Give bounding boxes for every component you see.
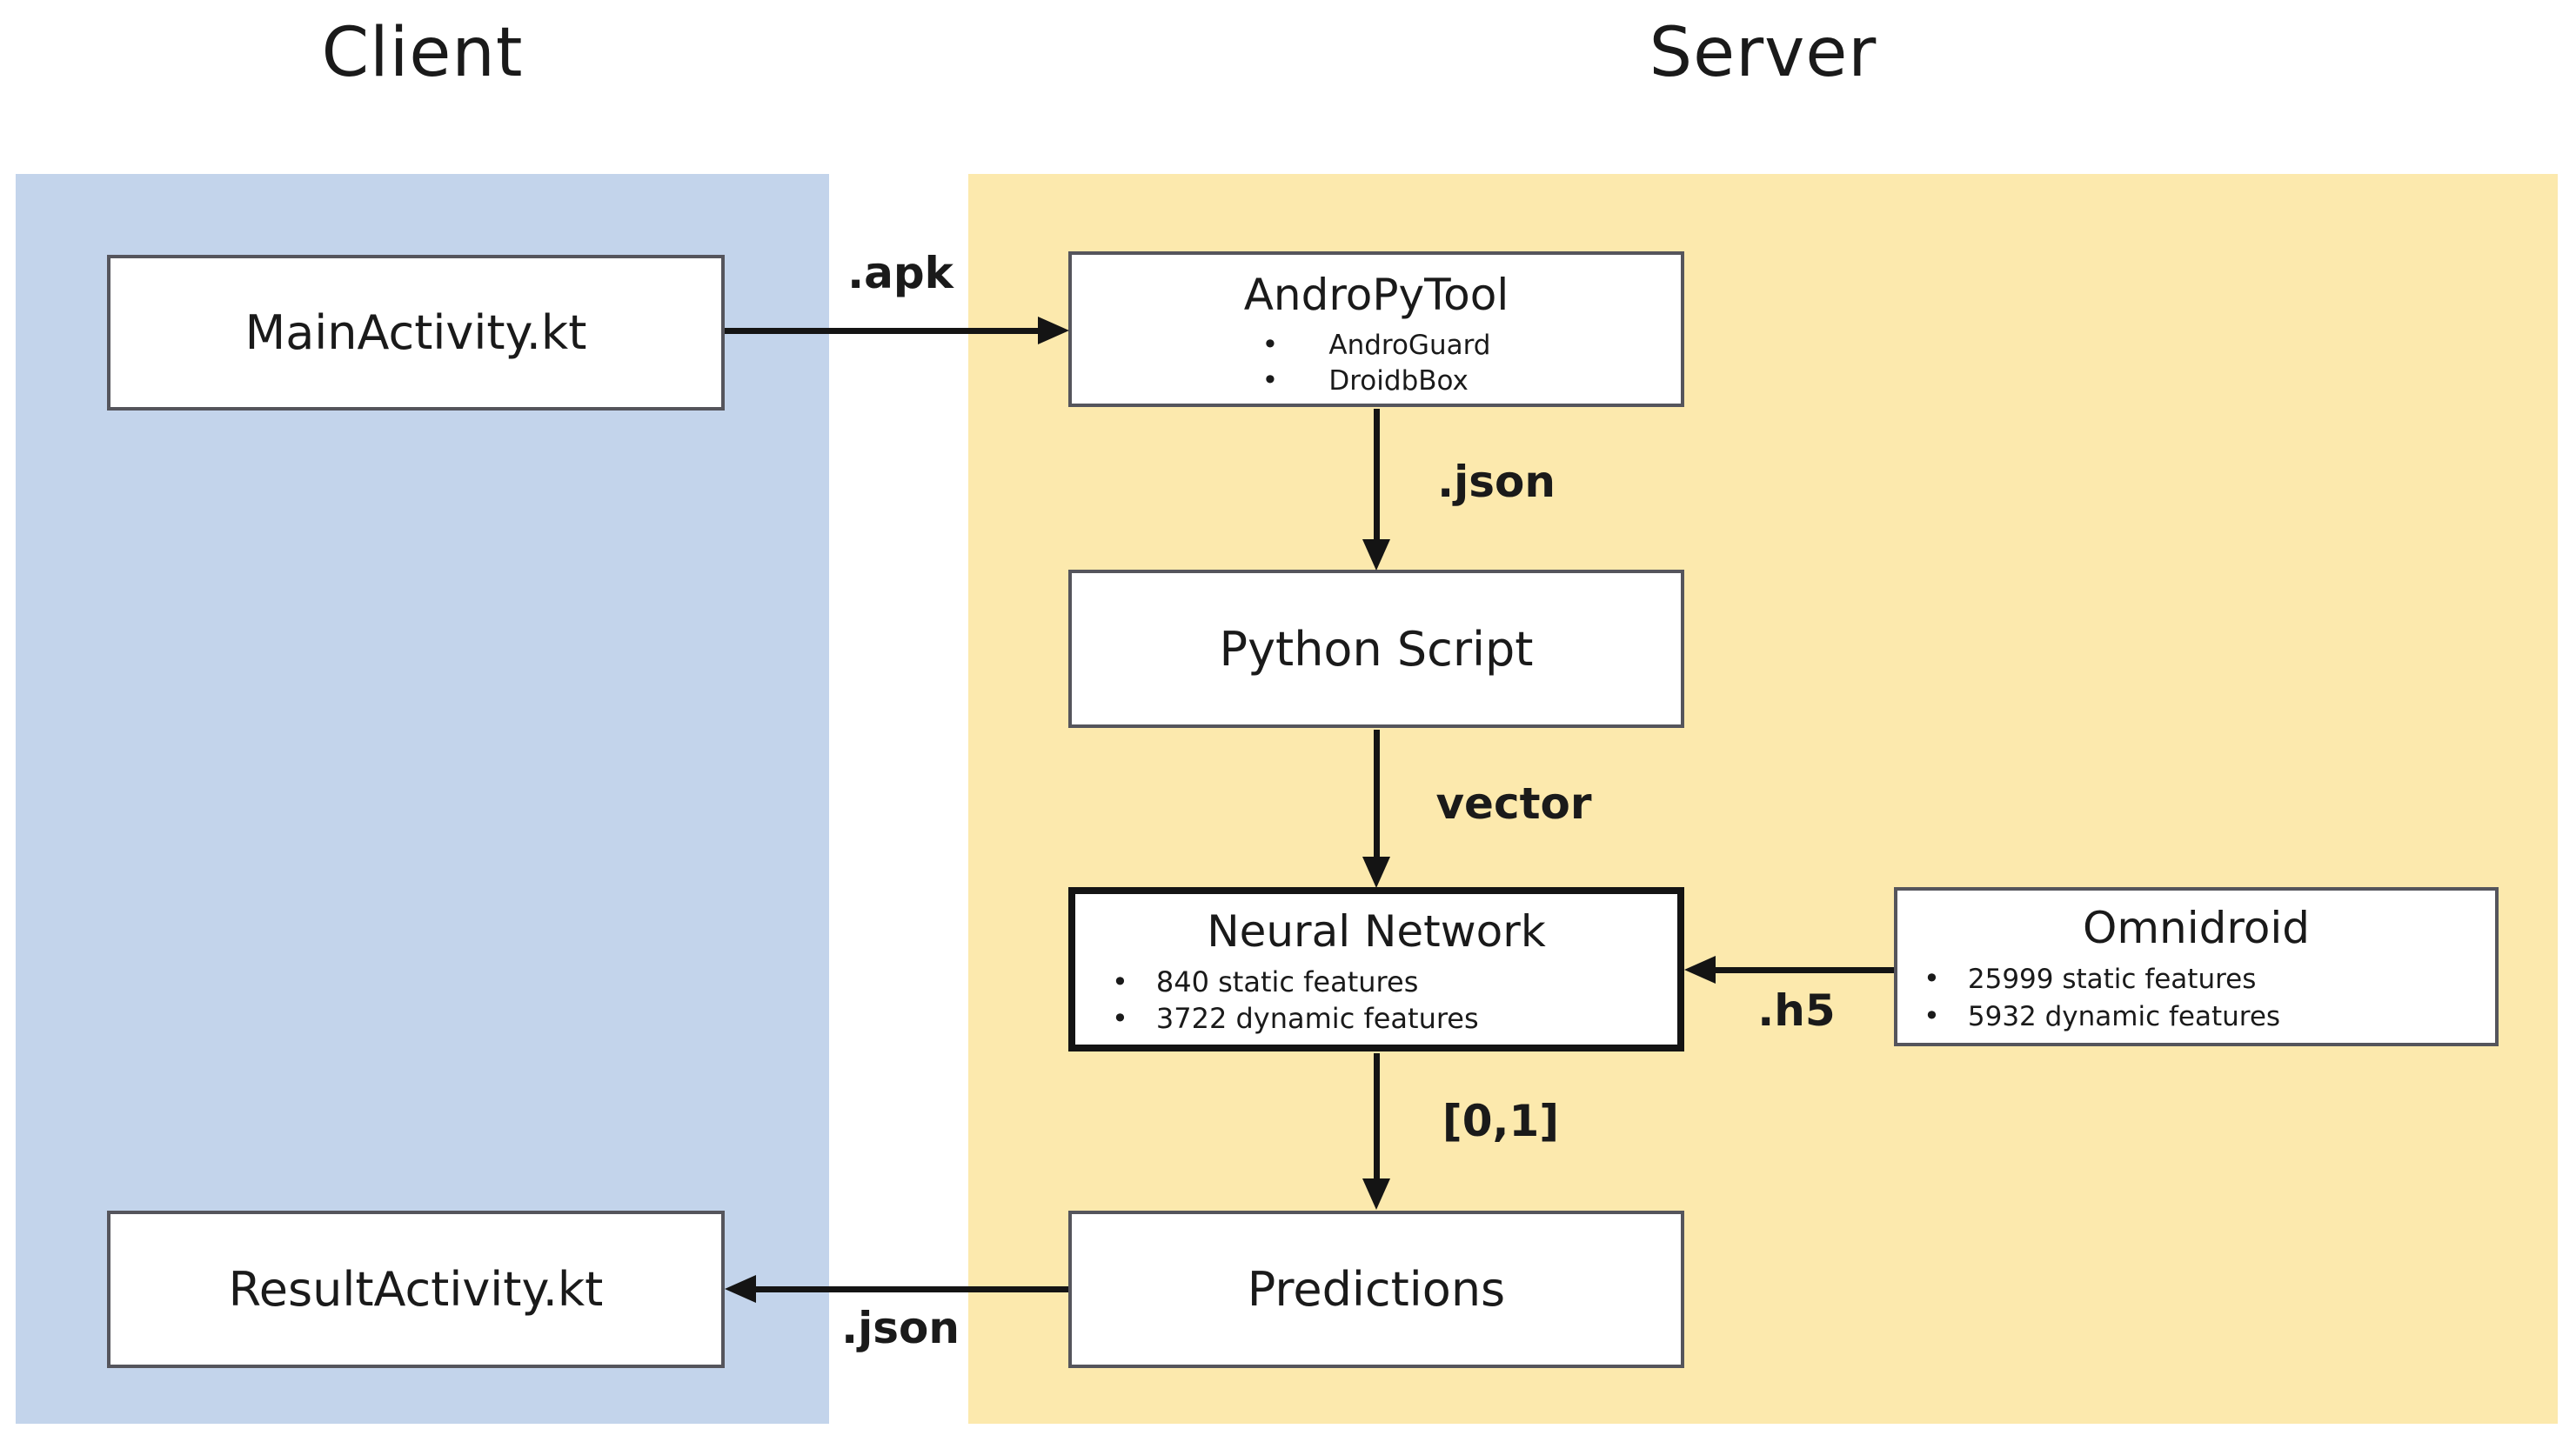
bullet-item: • AndroGuard <box>1262 327 1491 363</box>
edge-json-bottom-arrowhead-icon <box>725 1275 756 1303</box>
bullet-item: • 840 static features <box>1112 964 1479 1000</box>
node-mainactivity: MainActivity.kt <box>107 255 725 411</box>
bullet-text: 3722 dynamic features <box>1155 1001 1479 1035</box>
node-andropytool-bullets: • AndroGuard • DroidbBox <box>1262 327 1491 398</box>
node-resultactivity: ResultActivity.kt <box>107 1211 725 1368</box>
edge-zero-one-line <box>1374 1053 1380 1181</box>
server-region-title: Server <box>1649 14 1877 92</box>
node-python-script: Python Script <box>1068 570 1684 728</box>
node-python-script-label: Python Script <box>1219 621 1534 677</box>
node-omnidroid-bullets: • 25999 static features • 5932 dynamic f… <box>1897 960 2280 1035</box>
node-predictions-label: Predictions <box>1247 1262 1506 1317</box>
node-resultactivity-label: ResultActivity.kt <box>228 1262 604 1317</box>
edge-json-top-label: .json <box>1437 457 1556 507</box>
node-predictions: Predictions <box>1068 1211 1684 1368</box>
node-mainactivity-label: MainActivity.kt <box>244 305 587 360</box>
bullet-text: 25999 static features <box>1967 963 2257 995</box>
bullet-icon: • <box>1261 363 1279 397</box>
edge-vector-arrowhead-icon <box>1362 857 1390 888</box>
edge-h5-line <box>1712 967 1894 973</box>
bullet-icon: • <box>1924 961 1940 995</box>
bullet-icon: • <box>1112 1001 1128 1035</box>
edge-json-top-arrowhead-icon <box>1362 539 1390 571</box>
bullet-icon: • <box>1924 998 1940 1032</box>
edge-apk-arrowhead-icon <box>1038 317 1069 344</box>
edge-h5-arrowhead-icon <box>1684 956 1716 984</box>
bullet-item: • 25999 static features <box>1924 960 2280 998</box>
edge-h5-label: .h5 <box>1757 985 1836 1036</box>
node-neural-network-title: Neural Network <box>1207 905 1546 957</box>
edge-apk-line <box>725 328 1040 334</box>
node-omnidroid: Omnidroid • 25999 static features • 5932… <box>1894 887 2499 1046</box>
bullet-item: • 5932 dynamic features <box>1924 998 2280 1035</box>
bullet-icon: • <box>1261 327 1279 361</box>
edge-apk-label: .apk <box>847 248 953 298</box>
edge-json-top-line <box>1374 409 1380 542</box>
bullet-item: • 3722 dynamic features <box>1112 1000 1479 1037</box>
node-andropytool-title: AndroPyTool <box>1243 269 1509 320</box>
edge-json-bottom-line <box>753 1286 1068 1292</box>
node-andropytool: AndroPyTool • AndroGuard • DroidbBox <box>1068 251 1684 407</box>
edge-vector-line <box>1374 730 1380 859</box>
client-region-title: Client <box>321 14 524 92</box>
edge-zero-one-arrowhead-icon <box>1362 1178 1390 1210</box>
bullet-text: 840 static features <box>1155 965 1419 998</box>
bullet-text: 5932 dynamic features <box>1967 1000 2281 1032</box>
edge-json-bottom-label: .json <box>841 1303 960 1353</box>
bullet-text: AndroGuard <box>1328 329 1491 361</box>
bullet-text: DroidbBox <box>1328 364 1469 397</box>
bullet-item: • DroidbBox <box>1262 363 1491 398</box>
edge-vector-label: vector <box>1435 778 1592 829</box>
node-neural-network-bullets: • 840 static features • 3722 dynamic fea… <box>1075 964 1479 1037</box>
node-neural-network: Neural Network • 840 static features • 3… <box>1068 887 1684 1051</box>
edge-zero-one-label: [0,1] <box>1442 1096 1560 1146</box>
node-omnidroid-title: Omnidroid <box>2082 902 2311 953</box>
bullet-icon: • <box>1112 965 1128 998</box>
